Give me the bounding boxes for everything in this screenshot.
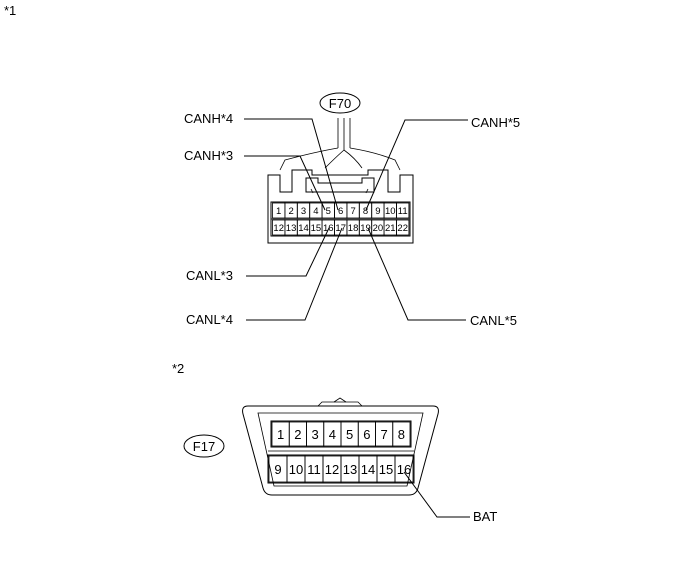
label-canh4: CANH*4 bbox=[184, 111, 233, 126]
f70-lock-tab bbox=[305, 177, 375, 193]
leader-canh3 bbox=[244, 155, 326, 211]
pin-number: 14 bbox=[361, 462, 375, 477]
pin-number: 1 bbox=[276, 206, 281, 217]
f17-top-row bbox=[270, 420, 412, 448]
pin-number: 8 bbox=[363, 206, 368, 217]
pin-cell bbox=[396, 219, 410, 236]
pin-cell bbox=[392, 421, 411, 447]
note-2: *2 bbox=[172, 361, 184, 376]
pin-number: 12 bbox=[273, 223, 284, 234]
label-canl4: CANL*4 bbox=[186, 312, 233, 327]
label-bat: BAT bbox=[473, 509, 497, 524]
pin-number: 3 bbox=[312, 427, 319, 442]
leader-canh5 bbox=[365, 119, 468, 211]
pin-number: 7 bbox=[381, 427, 388, 442]
f70-id: F70 bbox=[329, 96, 351, 111]
pin-number: 9 bbox=[274, 462, 281, 477]
pin-number: 11 bbox=[398, 206, 408, 217]
pin-cell bbox=[394, 455, 414, 483]
pin-number: 10 bbox=[385, 206, 396, 217]
pin-number: 1 bbox=[277, 427, 284, 442]
pin-number: 15 bbox=[379, 462, 393, 477]
f17-bottom-row bbox=[267, 454, 415, 484]
pin-number: 7 bbox=[350, 206, 355, 217]
pin-number: 10 bbox=[289, 462, 303, 477]
pin-number: 18 bbox=[348, 223, 359, 234]
pin-number: 6 bbox=[338, 206, 343, 217]
f70-housing bbox=[267, 169, 414, 244]
note-1: *1 bbox=[4, 3, 16, 18]
pin-number: 2 bbox=[288, 206, 293, 217]
pin-number: 11 bbox=[307, 462, 321, 477]
pin-number: 3 bbox=[301, 206, 306, 217]
pin-number: 17 bbox=[335, 223, 346, 234]
pin-number: 19 bbox=[360, 223, 371, 234]
pin-number: 4 bbox=[313, 206, 318, 217]
pin-number: 14 bbox=[298, 223, 309, 234]
pin-number: 4 bbox=[329, 427, 336, 442]
pin-number: 5 bbox=[346, 427, 353, 442]
leader-canl5 bbox=[367, 227, 466, 321]
pin-number: 20 bbox=[373, 223, 384, 234]
pin-number: 12 bbox=[325, 462, 339, 477]
label-canl5: CANL*5 bbox=[470, 313, 517, 328]
leader-canl3 bbox=[246, 227, 330, 277]
pin-number: 5 bbox=[326, 206, 331, 217]
leader-canh4 bbox=[244, 118, 339, 211]
leader-canl4 bbox=[246, 227, 343, 321]
label-canh3: CANH*3 bbox=[184, 148, 233, 163]
f17-id-bubble bbox=[183, 434, 225, 458]
pin-number: 15 bbox=[311, 223, 322, 234]
pin-number: 2 bbox=[294, 427, 301, 442]
leader-bat bbox=[403, 471, 470, 518]
pin-number: 16 bbox=[397, 462, 411, 477]
pin-number: 9 bbox=[375, 206, 380, 217]
pin-number: 13 bbox=[343, 462, 357, 477]
f17-id: F17 bbox=[193, 439, 215, 454]
pin-number: 13 bbox=[286, 223, 297, 234]
pin-number: 22 bbox=[397, 223, 408, 234]
pin-cell bbox=[396, 202, 410, 219]
f70-harness bbox=[279, 118, 401, 171]
pin-number: 21 bbox=[385, 223, 396, 234]
pin-number: 8 bbox=[398, 427, 405, 442]
label-canh5: CANH*5 bbox=[471, 115, 520, 130]
f17-housing bbox=[242, 405, 439, 496]
label-canl3: CANL*3 bbox=[186, 268, 233, 283]
pin-number: 6 bbox=[363, 427, 370, 442]
f70-id-bubble bbox=[319, 92, 361, 114]
